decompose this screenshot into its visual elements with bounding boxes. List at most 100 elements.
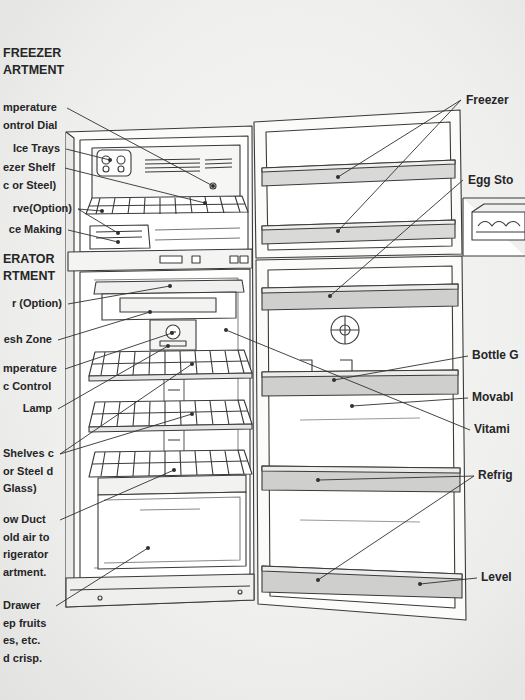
ice-tray xyxy=(97,150,131,176)
leader-dot xyxy=(116,240,120,244)
part-label: Egg Sto xyxy=(468,172,513,190)
section-heading: ERATOR RTMENT xyxy=(3,251,69,285)
vegetable-drawer xyxy=(98,492,246,569)
glass-shelf xyxy=(89,350,252,381)
refrigerator-door xyxy=(300,418,420,522)
egg-tray-inset xyxy=(476,231,525,232)
part-label: ezer Shelf c or Steel) xyxy=(3,159,60,194)
ice-making-tray xyxy=(155,228,240,240)
control-panel xyxy=(150,320,196,350)
ice-tray xyxy=(118,166,124,172)
compartment-divider xyxy=(230,256,238,263)
leader-dot xyxy=(332,378,336,382)
part-label: r (Option) xyxy=(12,295,62,313)
leader-dot xyxy=(350,404,354,408)
leader-dot xyxy=(190,362,194,366)
refrigerator-door xyxy=(256,256,466,620)
refrigerator-door xyxy=(262,284,458,310)
part-label: Ice Trays xyxy=(13,140,60,158)
leader-line xyxy=(65,333,172,369)
part-label: Movabl xyxy=(472,389,513,407)
part-label: mperature c Control xyxy=(3,360,61,395)
leader-dot xyxy=(336,229,340,233)
leader-dot xyxy=(224,328,228,332)
freezer-shelf xyxy=(89,204,245,206)
compartment-divider xyxy=(240,256,248,263)
part-label: Bottle G xyxy=(472,347,519,365)
vegetable-drawer xyxy=(98,475,246,569)
leader-line xyxy=(56,548,148,606)
cabinet-base xyxy=(98,596,102,600)
leader-dot xyxy=(148,310,152,314)
leader-dot xyxy=(166,344,170,348)
leader-line xyxy=(60,470,174,520)
part-label: Drawer ep fruits es, etc. d crisp. xyxy=(3,597,48,667)
refrigerator-door xyxy=(331,316,359,344)
refrigerator-illustration xyxy=(56,100,525,620)
leader-dot xyxy=(100,158,422,586)
leader-dot xyxy=(100,209,104,213)
refrigerator-door xyxy=(256,256,466,620)
compartment-divider xyxy=(68,249,252,271)
leader-line xyxy=(226,330,470,430)
part-label: ce Making xyxy=(9,221,62,239)
cabinet-body xyxy=(66,126,254,607)
refrigerator-door xyxy=(300,360,352,372)
refrigerator-door xyxy=(262,466,460,473)
crisper-cover xyxy=(89,450,252,477)
leader-line xyxy=(334,356,468,380)
refrigerator-door xyxy=(268,266,455,608)
leader-dot xyxy=(203,201,207,205)
part-label: Freezer xyxy=(466,92,509,110)
leader-dot xyxy=(168,284,172,288)
leader-line xyxy=(65,168,205,203)
leader-dot xyxy=(418,582,422,586)
egg-tray-inset xyxy=(463,198,525,256)
egg-tray-inset xyxy=(478,222,520,227)
leader-dot xyxy=(190,412,194,416)
freezer-door xyxy=(262,220,455,244)
leader-dot xyxy=(146,546,150,550)
cabinet-base xyxy=(66,574,254,607)
chiller-tray xyxy=(120,298,216,312)
leader-line xyxy=(56,100,477,606)
freezer-shelf xyxy=(86,196,248,214)
compartment-divider xyxy=(160,256,182,263)
leader-line xyxy=(420,578,477,584)
leader-dot xyxy=(108,158,112,162)
chiller-tray xyxy=(102,292,236,320)
ice-tray xyxy=(103,166,109,172)
glass-shelf xyxy=(89,400,252,427)
glass-shelf xyxy=(89,400,252,432)
leader-line xyxy=(318,476,474,580)
part-label: rve(Option) xyxy=(13,200,72,218)
glass-shelf xyxy=(89,424,252,432)
compartment-divider xyxy=(192,256,200,263)
vegetable-drawer xyxy=(140,509,200,510)
leader-line xyxy=(352,398,468,406)
ice-making-tray xyxy=(90,225,240,249)
control-panel xyxy=(150,320,196,350)
part-label: Lamp xyxy=(23,400,52,418)
chiller-tray xyxy=(94,280,244,320)
freezer-vent xyxy=(145,159,200,172)
leader-line xyxy=(78,209,118,233)
refrigerator-door xyxy=(262,566,462,579)
leader-line xyxy=(330,180,463,296)
freezer-vent xyxy=(210,183,216,189)
leader-dot xyxy=(328,294,332,298)
cabinet-base xyxy=(238,590,242,594)
glass-shelf xyxy=(89,350,252,376)
glass-shelf xyxy=(92,361,248,364)
glass-shelf xyxy=(92,411,248,414)
leader-dot xyxy=(316,578,320,582)
leader-line xyxy=(68,286,170,304)
ice-tray xyxy=(97,150,131,176)
compartment-divider xyxy=(68,249,252,271)
egg-tray-inset xyxy=(472,204,525,212)
control-panel xyxy=(160,341,186,346)
freezer-shelf xyxy=(86,196,248,214)
freezer-vent xyxy=(145,159,232,189)
vegetable-drawer xyxy=(104,497,240,563)
